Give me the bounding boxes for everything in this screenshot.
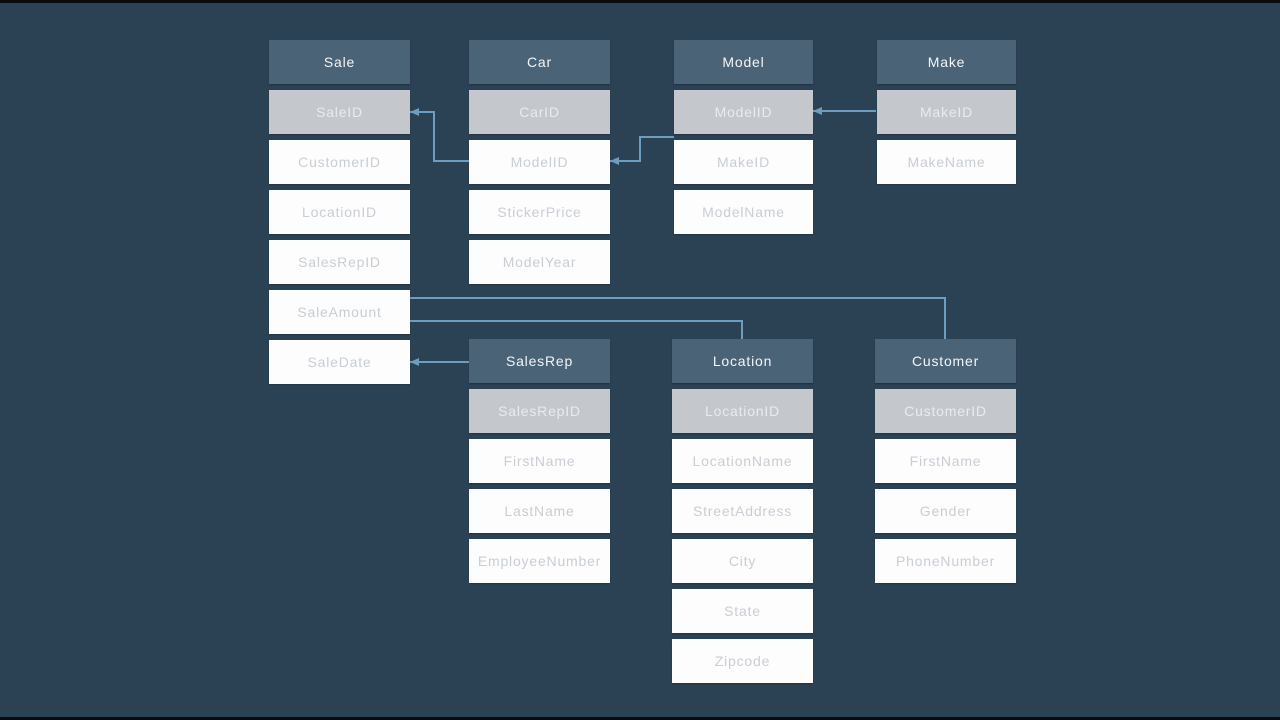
pk-row-location: LocationID — [672, 389, 813, 433]
field-row-location-0: LocationName — [672, 439, 813, 483]
field-row-salesrep-0: FirstName — [469, 439, 610, 483]
field-row-location-3: State — [672, 589, 813, 633]
field-row-sale-4: SaleDate — [269, 340, 410, 384]
field-row-salesrep-2: EmployeeNumber — [469, 539, 610, 583]
pk-row-sale: SaleID — [269, 90, 410, 134]
field-row-location-4: Zipcode — [672, 639, 813, 683]
field-row-model-1: ModelName — [674, 190, 813, 234]
field-row-location-1: StreetAddress — [672, 489, 813, 533]
field-row-sale-0: CustomerID — [269, 140, 410, 184]
connector-sale-saleid-to-car — [410, 111, 469, 162]
table-title-sale: Sale — [269, 40, 410, 84]
letterbox-top — [0, 0, 1280, 3]
arrowhead-make-makeid-to-model-modelid — [813, 107, 822, 115]
table-title-make: Make — [877, 40, 1016, 84]
table-title-car: Car — [469, 40, 610, 84]
field-row-car-1: StickerPrice — [469, 190, 610, 234]
pk-row-model: ModelID — [674, 90, 813, 134]
arrowhead-sale-saledate-to-salesrep — [410, 358, 419, 366]
field-row-salesrep-1: LastName — [469, 489, 610, 533]
field-row-customer-0: FirstName — [875, 439, 1016, 483]
field-row-customer-2: PhoneNumber — [875, 539, 1016, 583]
field-row-car-0: ModelID — [469, 140, 610, 184]
field-row-customer-1: Gender — [875, 489, 1016, 533]
field-row-sale-1: LocationID — [269, 190, 410, 234]
arrowhead-car-modelid-to-model — [610, 157, 619, 165]
field-row-model-0: MakeID — [674, 140, 813, 184]
connector-sale-to-customer — [410, 297, 946, 339]
table-title-model: Model — [674, 40, 813, 84]
field-row-location-2: City — [672, 539, 813, 583]
field-row-car-2: ModelYear — [469, 240, 610, 284]
field-row-make-0: MakeName — [877, 140, 1016, 184]
field-row-sale-3: SaleAmount — [269, 290, 410, 334]
table-title-location: Location — [672, 339, 813, 383]
pk-row-car: CarID — [469, 90, 610, 134]
pk-row-make: MakeID — [877, 90, 1016, 134]
connector-sale-to-location — [410, 320, 743, 339]
connector-car-modelid-to-model — [610, 136, 674, 162]
pk-row-salesrep: SalesRepID — [469, 389, 610, 433]
table-title-customer: Customer — [875, 339, 1016, 383]
letterbox-bottom — [0, 717, 1280, 720]
table-title-salesrep: SalesRep — [469, 339, 610, 383]
arrowhead-sale-saleid-to-car — [410, 108, 419, 116]
field-row-sale-2: SalesRepID — [269, 240, 410, 284]
pk-row-customer: CustomerID — [875, 389, 1016, 433]
